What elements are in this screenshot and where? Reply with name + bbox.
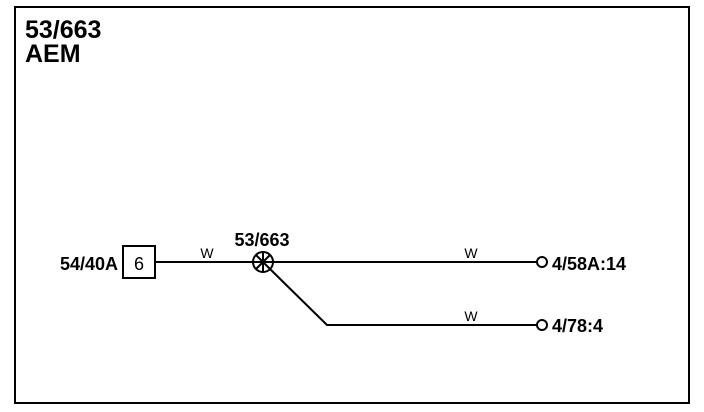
diagram-frame [14, 6, 690, 404]
connector-label: 54/40A [60, 254, 118, 274]
connector-pin-box: 6 [122, 245, 156, 279]
wire-splice-to-terminal-2 [269, 268, 536, 326]
terminal-1-label: 4/58A:14 [552, 254, 626, 274]
component-name: AEM [25, 40, 81, 68]
terminal-1-icon [536, 256, 548, 268]
splice-icon [252, 251, 274, 273]
wire-color-label: W [464, 245, 478, 261]
wire-color-label: W [464, 308, 478, 324]
wire-color-label: W [200, 245, 214, 261]
terminal-2-icon [536, 319, 548, 331]
connector-pin-number: 6 [134, 254, 144, 274]
terminal-2-label: 4/78:4 [552, 316, 603, 336]
splice-label: 53/663 [234, 230, 289, 250]
component-id: 53/663 [25, 16, 101, 44]
